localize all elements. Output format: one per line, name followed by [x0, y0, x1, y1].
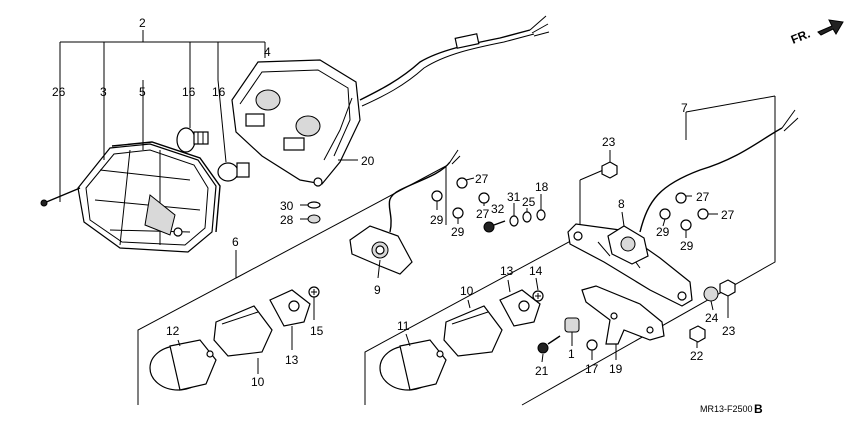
- callout-25: 25: [522, 195, 536, 209]
- drawing-code: MR13-F2500 B: [700, 402, 763, 416]
- direction-label: FR.: [789, 27, 812, 47]
- tail-lamp-housing: [231, 59, 361, 187]
- callout-30: 30: [280, 199, 294, 213]
- callout-28: 28: [280, 213, 294, 227]
- bolt-32: [483, 220, 506, 233]
- callout-29d: 29: [680, 239, 694, 253]
- callout-27d: 27: [721, 208, 735, 222]
- bulb-16-upper: [176, 127, 209, 153]
- washer-29-c: [659, 208, 671, 220]
- washer-30: [307, 201, 321, 209]
- bulb-16-lower: [217, 162, 250, 182]
- callout-11: 11: [397, 319, 410, 333]
- callout-29a: 29: [430, 213, 444, 227]
- nut-22: [689, 325, 706, 343]
- callout-16a: 16: [182, 85, 196, 99]
- grommet-24: [703, 286, 719, 302]
- washer-29-a: [431, 190, 443, 202]
- callout-23a: 23: [602, 135, 616, 149]
- screw-14: [532, 290, 544, 302]
- callout-29b: 29: [451, 225, 465, 239]
- rubber-28: [307, 214, 321, 224]
- callout-8: 8: [618, 197, 625, 211]
- tail-lamp-lens: [77, 143, 217, 253]
- turn-housing-10-b: [443, 305, 503, 357]
- leader-lines: [59, 79, 729, 374]
- stay-19: [581, 285, 665, 345]
- callout-13b: 13: [500, 264, 514, 278]
- callout-27b: 27: [476, 207, 490, 221]
- callout-26: 26: [52, 85, 66, 99]
- callout-29c: 29: [656, 225, 670, 239]
- callout-19: 19: [609, 362, 623, 376]
- callout-27c: 27: [696, 190, 710, 204]
- callout-23b: 23: [722, 324, 736, 338]
- washer-25: [522, 211, 532, 223]
- callout-3: 3: [100, 85, 107, 99]
- washer-31: [509, 215, 519, 227]
- nut-27-a: [456, 177, 468, 189]
- callout-7: 7: [681, 101, 688, 115]
- turn-socket-9: [349, 149, 461, 275]
- callout-4: 4: [264, 45, 271, 59]
- callout-32: 32: [491, 202, 505, 216]
- callout-31: 31: [507, 190, 521, 204]
- rubber-1: [564, 317, 580, 333]
- turn-housing-10-a: [213, 305, 273, 357]
- screw-26: [40, 187, 81, 207]
- callout-15: 15: [310, 324, 324, 338]
- lens-gasket: [111, 141, 221, 233]
- callout-21: 21: [535, 364, 549, 378]
- license-light-8: [607, 109, 799, 265]
- callout-14: 14: [529, 264, 543, 278]
- bolt-17: [586, 339, 598, 351]
- callout-10a: 10: [251, 375, 265, 389]
- arrow-icon: [817, 19, 844, 36]
- bracket-13-a: [269, 289, 311, 327]
- callout-27a: 27: [475, 172, 489, 186]
- nut-27-d: [697, 208, 709, 220]
- callout-22: 22: [690, 349, 704, 363]
- callout-6: 6: [232, 235, 239, 249]
- nut-27-b: [478, 192, 490, 204]
- washer-18: [536, 209, 546, 221]
- license-bracket-7: [567, 223, 693, 307]
- nut-23-b: [719, 279, 736, 297]
- front-direction-arrow: FR.: [789, 19, 844, 47]
- group-frame-7: [364, 95, 776, 406]
- callout-5: 5: [139, 85, 146, 99]
- callout-2: 2: [139, 16, 146, 30]
- callout-17: 17: [585, 362, 599, 376]
- callout-labels: 26 3 2 5 16 16 4 20 30 28 6 29 27 29 27 …: [52, 16, 736, 389]
- callout-1: 1: [568, 347, 575, 361]
- turn-lens-12: [149, 339, 217, 391]
- turn-lens-11: [379, 339, 447, 391]
- nut-23-a: [601, 161, 618, 179]
- bracket-13-b: [499, 289, 541, 327]
- housing-harness: [359, 29, 531, 101]
- callout-24: 24: [705, 311, 719, 325]
- drawing-code-text: MR13-F2500: [700, 404, 753, 414]
- callout-18: 18: [535, 180, 549, 194]
- group-bracket-2: [59, 30, 266, 80]
- drawing-code-suffix: B: [754, 402, 763, 416]
- callout-12: 12: [166, 324, 180, 338]
- screw-15: [308, 286, 320, 298]
- callout-20: 20: [361, 154, 375, 168]
- nut-27-c: [675, 192, 687, 204]
- washer-29-b: [452, 207, 464, 219]
- callout-16b: 16: [212, 85, 226, 99]
- callout-10b: 10: [460, 284, 474, 298]
- callout-9: 9: [374, 283, 381, 297]
- bolt-21: [537, 335, 561, 354]
- callout-13a: 13: [285, 353, 299, 367]
- washer-29-d: [680, 219, 692, 231]
